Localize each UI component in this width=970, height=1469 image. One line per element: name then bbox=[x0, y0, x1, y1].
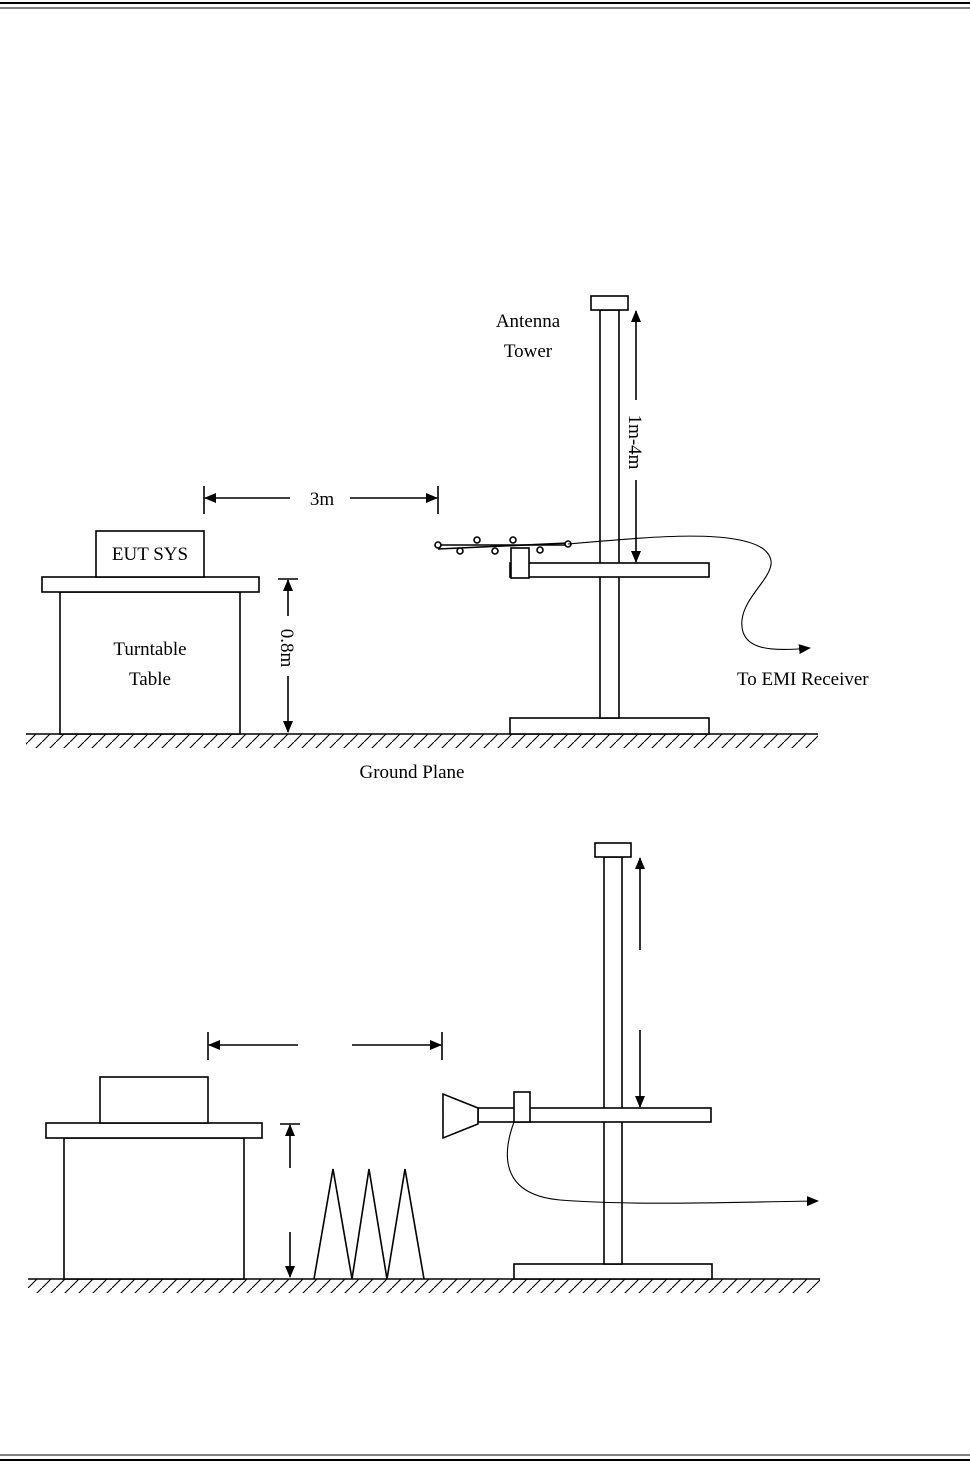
log-periodic-antenna bbox=[434, 536, 572, 555]
antenna-tower-bottom bbox=[442, 842, 713, 1280]
distance-label: 3m bbox=[310, 489, 335, 510]
ground-plane-top bbox=[26, 733, 818, 748]
ground-plane-label: Ground Plane bbox=[359, 762, 464, 783]
receiver-cable-top bbox=[567, 535, 811, 655]
distance-arrow-bottom bbox=[207, 1032, 443, 1060]
distance-arrow bbox=[203, 486, 439, 514]
table-height-label: 0.8m bbox=[276, 629, 297, 668]
bottom-diagram bbox=[28, 842, 820, 1293]
receiver-label: To EMI Receiver bbox=[737, 669, 869, 690]
bottom-border bbox=[0, 1454, 970, 1461]
antenna-tower bbox=[509, 295, 710, 735]
top-diagram: Ground Plane Turntable Table EUT SYS 0.8… bbox=[26, 295, 869, 783]
turntable-table-bottom bbox=[45, 1076, 263, 1280]
top-border bbox=[0, 2, 970, 9]
ground-plane-bottom bbox=[28, 1278, 820, 1293]
absorber-cones bbox=[313, 1168, 425, 1280]
antenna-height-label: 1m-4m bbox=[624, 415, 645, 470]
antenna-tower-label-line2: Tower bbox=[504, 341, 553, 362]
table-label-line2: Table bbox=[129, 669, 171, 690]
antenna-tower-label-line1: Antenna bbox=[496, 311, 561, 332]
table-height-arrow-bottom bbox=[280, 1123, 300, 1278]
receiver-cable-bottom bbox=[506, 1121, 819, 1207]
table-height-arrow bbox=[278, 578, 298, 733]
turntable-table bbox=[41, 576, 260, 735]
eut-label: EUT SYS bbox=[112, 544, 188, 565]
table-label-line1: Turntable bbox=[113, 639, 186, 660]
eut-box bbox=[95, 530, 205, 578]
